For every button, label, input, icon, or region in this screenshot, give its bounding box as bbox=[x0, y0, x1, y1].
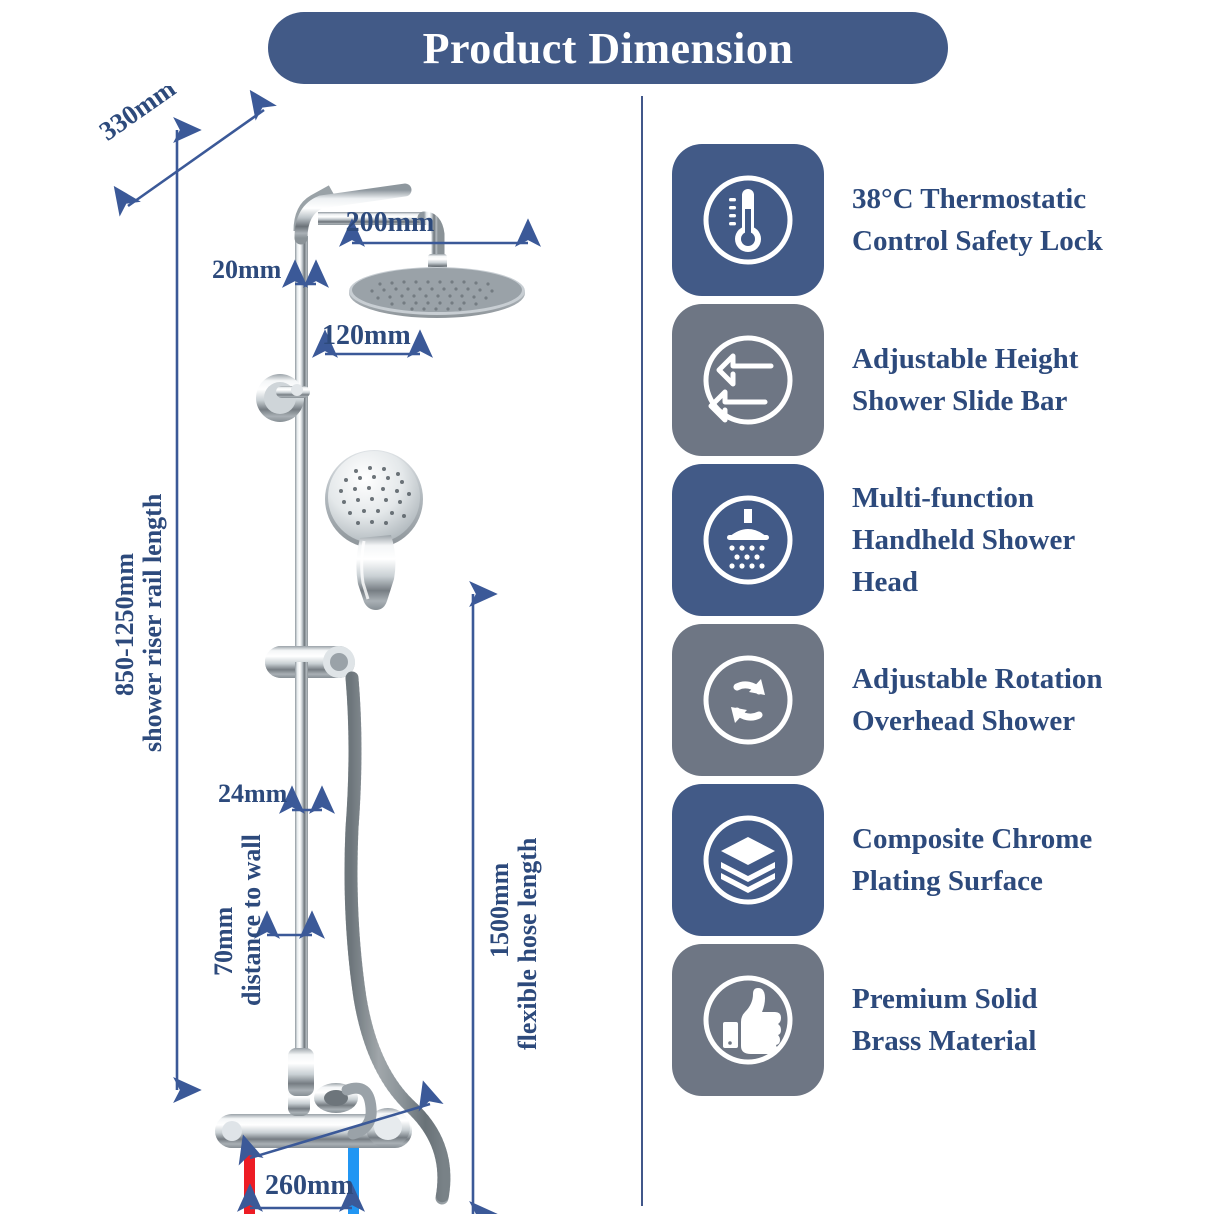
feature-label-solid-brass: Premium Solid Brass Material bbox=[852, 978, 1038, 1062]
feature-line: Premium Solid bbox=[852, 982, 1038, 1015]
feature-label-chrome-plating: Composite Chrome Plating Surface bbox=[852, 818, 1092, 902]
dimension-label-24mm: 24mm bbox=[218, 779, 288, 808]
rotation-arrows-icon bbox=[672, 624, 824, 776]
feature-label-adjustable-rotation: Adjustable Rotation Overhead Shower bbox=[852, 658, 1103, 742]
dimension-label-200mm: 200mm bbox=[346, 207, 435, 238]
feature-line: Shower Slide Bar bbox=[852, 385, 1068, 417]
feature-line: Handheld Shower bbox=[852, 523, 1076, 556]
dimension-label-120mm: 120mm bbox=[322, 320, 411, 351]
dimension-label-70mm-sub: distance to wall bbox=[237, 834, 266, 1006]
feature-label-multi-function-handheld: Multi-function Handheld Shower Head bbox=[852, 477, 1075, 603]
vertical-divider bbox=[641, 96, 643, 1206]
feature-line: Control Safety Lock bbox=[852, 225, 1103, 257]
feature-item-adjustable-height: Adjustable Height Shower Slide Bar bbox=[672, 300, 1202, 460]
feature-line: Head bbox=[852, 566, 919, 599]
feature-line: Brass Material bbox=[852, 1025, 1037, 1057]
thumbs-up-icon bbox=[672, 944, 824, 1096]
feature-line: Adjustable Rotation bbox=[852, 662, 1103, 695]
dimension-label-riser-range: 850-1250mm bbox=[110, 553, 139, 696]
feature-list: 38°C Thermostatic Control Safety Lock Ad… bbox=[672, 140, 1202, 1100]
feature-item-solid-brass: Premium Solid Brass Material bbox=[672, 940, 1202, 1100]
feature-item-thermostatic-control: 38°C Thermostatic Control Safety Lock bbox=[672, 140, 1202, 300]
feature-line: Plating Surface bbox=[852, 865, 1043, 897]
page-title: Product Dimension bbox=[422, 23, 794, 73]
shower-head-icon bbox=[672, 464, 824, 616]
feature-line: Multi-function bbox=[852, 481, 1035, 514]
feature-line: Overhead Shower bbox=[852, 705, 1076, 737]
feature-line: Composite Chrome bbox=[852, 822, 1093, 855]
page-title-banner: Product Dimension bbox=[268, 12, 948, 84]
shower-system-dimension-diagram: 330mm 200mm 20mm 120mm 24mm 70mm distanc… bbox=[0, 86, 640, 1214]
feature-line: Adjustable Height bbox=[852, 342, 1079, 375]
feature-item-adjustable-rotation: Adjustable Rotation Overhead Shower bbox=[672, 620, 1202, 780]
feature-label-adjustable-height: Adjustable Height Shower Slide Bar bbox=[852, 338, 1078, 422]
cold-water-inlet bbox=[348, 1148, 359, 1214]
feature-label-thermostatic-control: 38°C Thermostatic Control Safety Lock bbox=[852, 178, 1103, 262]
dimension-label-riser-range-sub: shower riser rail length bbox=[138, 493, 167, 752]
dimension-label-70mm: 70mm bbox=[209, 906, 238, 976]
thermometer-icon bbox=[672, 144, 824, 296]
feature-line: 38°C Thermostatic bbox=[852, 182, 1087, 215]
dimension-label-1500mm: 1500mm bbox=[485, 862, 514, 958]
hot-water-inlet bbox=[244, 1148, 255, 1214]
dimension-label-260mm: 260mm bbox=[265, 1170, 354, 1201]
slide-arrows-icon bbox=[672, 304, 824, 456]
feature-item-multi-function-handheld: Multi-function Handheld Shower Head bbox=[672, 460, 1202, 620]
layers-icon bbox=[672, 784, 824, 936]
dimension-label-1500mm-sub: flexible hose length bbox=[513, 837, 542, 1050]
dimension-label-330mm: 330mm bbox=[94, 86, 182, 146]
dimension-label-20mm: 20mm bbox=[212, 255, 282, 284]
feature-item-chrome-plating: Composite Chrome Plating Surface bbox=[672, 780, 1202, 940]
